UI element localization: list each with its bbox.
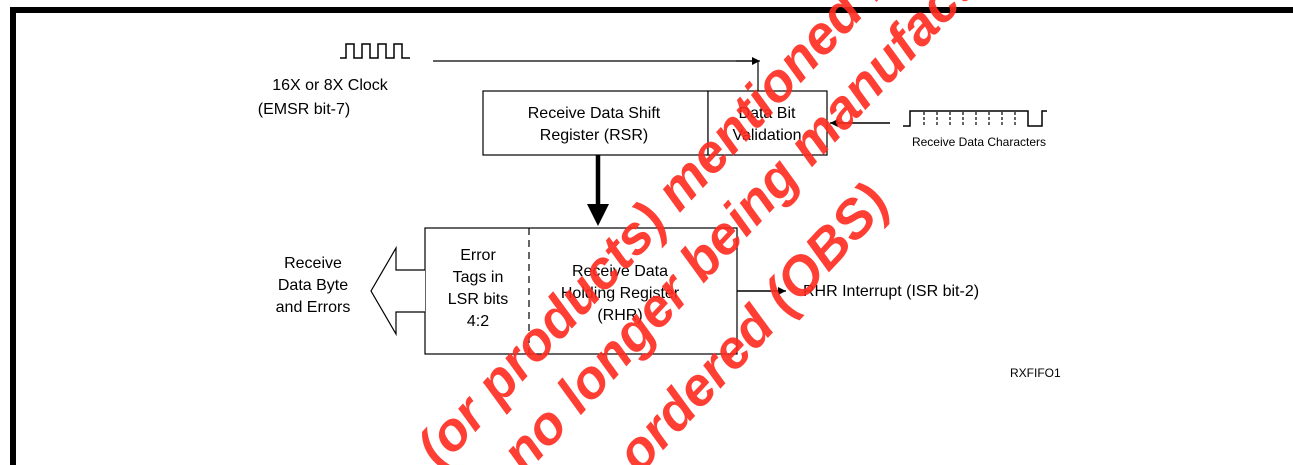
- clock-label-line1: 16X or 8X Clock: [272, 77, 389, 94]
- page-border-left: [10, 7, 16, 465]
- validation-label-line2: Validation: [732, 127, 801, 144]
- rhr-block: [424, 227, 738, 355]
- output-hollow-arrow: [370, 245, 425, 337]
- output-label-line1: Receive: [284, 255, 342, 272]
- rhr-label-line1: Receive Data: [572, 263, 668, 280]
- error-tags-line4: 4:2: [467, 313, 489, 330]
- validation-block: [707, 90, 828, 156]
- rsr-block: [482, 90, 709, 156]
- output-label-line3: and Errors: [276, 299, 351, 316]
- clock-waveform-icon: [340, 43, 410, 59]
- error-tags-line1: Error: [460, 247, 496, 264]
- error-tags-line2: Tags in: [453, 269, 504, 286]
- clock-line: [433, 60, 759, 91]
- figure-id-label: RXFIFO1: [1010, 366, 1061, 380]
- clock-label-line2: (EMSR bit-7): [258, 101, 350, 118]
- rhr-label-line2: Holding Register: [561, 285, 680, 302]
- error-tags-line3: LSR bits: [448, 291, 508, 308]
- receive-data-waveform-icon: [903, 110, 1047, 127]
- rhr-interrupt-label: RHR Interrupt (ISR bit-2): [803, 283, 979, 300]
- receive-data-characters-label: Receive Data Characters: [912, 135, 1046, 149]
- rhr-label-line3: (RHR): [597, 307, 642, 324]
- shift-to-holding-arrowhead: [587, 204, 609, 226]
- rsr-label-line2: Register (RSR): [540, 127, 648, 144]
- rsr-label-line1: Receive Data Shift: [528, 105, 661, 122]
- validation-label-line1: Data Bit: [739, 105, 796, 122]
- receive-data-waveform-bits: [923, 112, 1016, 126]
- output-label-line2: Data Byte: [278, 277, 348, 294]
- page-border-top: [10, 7, 1293, 13]
